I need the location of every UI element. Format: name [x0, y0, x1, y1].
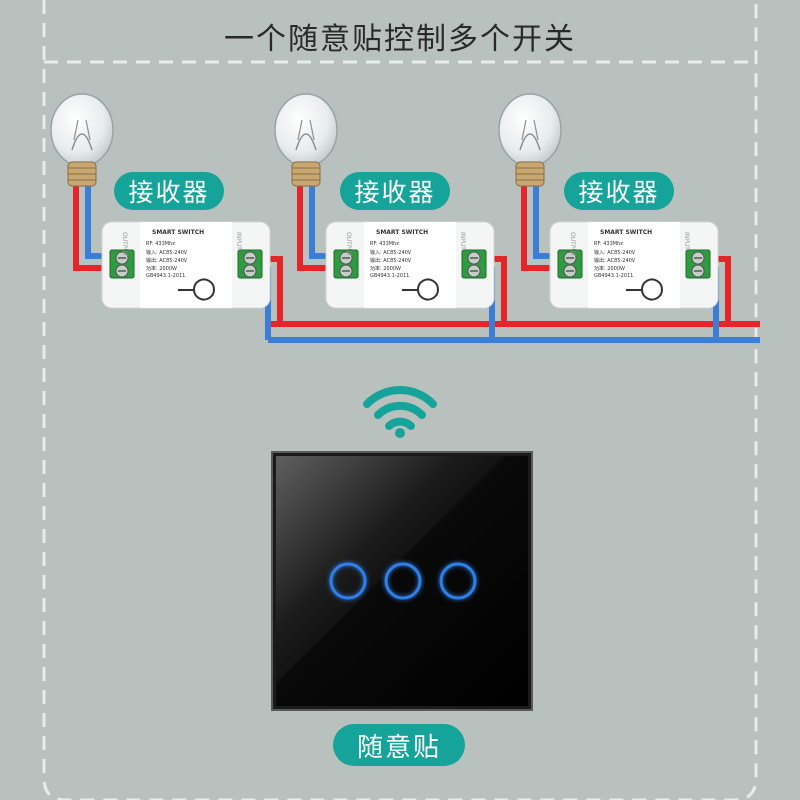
- module-spec: GB4943.1-2011: [146, 273, 186, 279]
- dashed-frame: [42, 0, 758, 800]
- module-output-label: OUTPUT: [121, 232, 128, 257]
- touch-panel: [271, 451, 533, 711]
- module-input-label: INPUT: [459, 232, 466, 250]
- receiver-label-2: 接收器: [340, 172, 450, 210]
- module-spec: 输出: AC85-240V: [146, 258, 188, 264]
- touch-ring-icon[interactable]: [384, 562, 422, 600]
- module-spec: RF: 433Mhz: [594, 241, 623, 247]
- module-spec: RF: 433Mhz: [146, 241, 175, 247]
- light-bulb-icon: [50, 93, 114, 187]
- page-title: 一个随意贴控制多个开关: [224, 22, 576, 57]
- bus-wires: [268, 321, 760, 343]
- module-brand: SMART SWITCH: [600, 229, 653, 236]
- module-spec: 输入: AC85-240V: [594, 250, 636, 256]
- module-spec: 功率: 2000W: [370, 266, 401, 272]
- wifi-signal-icon: [363, 386, 437, 438]
- module-input-label: INPUT: [235, 232, 242, 250]
- module-spec: 输入: AC85-240V: [146, 250, 188, 256]
- touch-ring-icon[interactable]: [439, 562, 477, 600]
- module-spec: 功率: 2000W: [146, 266, 177, 272]
- receiver-unit-2: [274, 93, 507, 340]
- module-output-label: OUTPUT: [345, 232, 352, 257]
- module-spec: GB4943.1-2011: [370, 273, 410, 279]
- module-spec: 输出: AC85-240V: [370, 258, 412, 264]
- module-output-label: OUTPUT: [569, 232, 576, 257]
- module-input-label: INPUT: [683, 232, 690, 250]
- module-brand: SMART SWITCH: [152, 229, 205, 236]
- module-spec: 功率: 2000W: [594, 266, 625, 272]
- light-bulb-icon: [498, 93, 562, 187]
- panel-label: 随意贴: [333, 724, 465, 766]
- light-bulb-icon: [274, 93, 338, 187]
- receiver-unit-1: [50, 93, 283, 340]
- touch-ring-icon[interactable]: [329, 562, 367, 600]
- receiver-label-3: 接收器: [564, 172, 674, 210]
- module-brand: SMART SWITCH: [376, 229, 429, 236]
- receiver-label-1: 接收器: [114, 172, 224, 210]
- module-spec: 输出: AC85-240V: [594, 258, 636, 264]
- module-spec: RF: 433Mhz: [370, 241, 399, 247]
- module-spec: 输入: AC85-240V: [370, 250, 412, 256]
- receiver-unit-3: [498, 93, 731, 340]
- module-spec: GB4943.1-2011: [594, 273, 634, 279]
